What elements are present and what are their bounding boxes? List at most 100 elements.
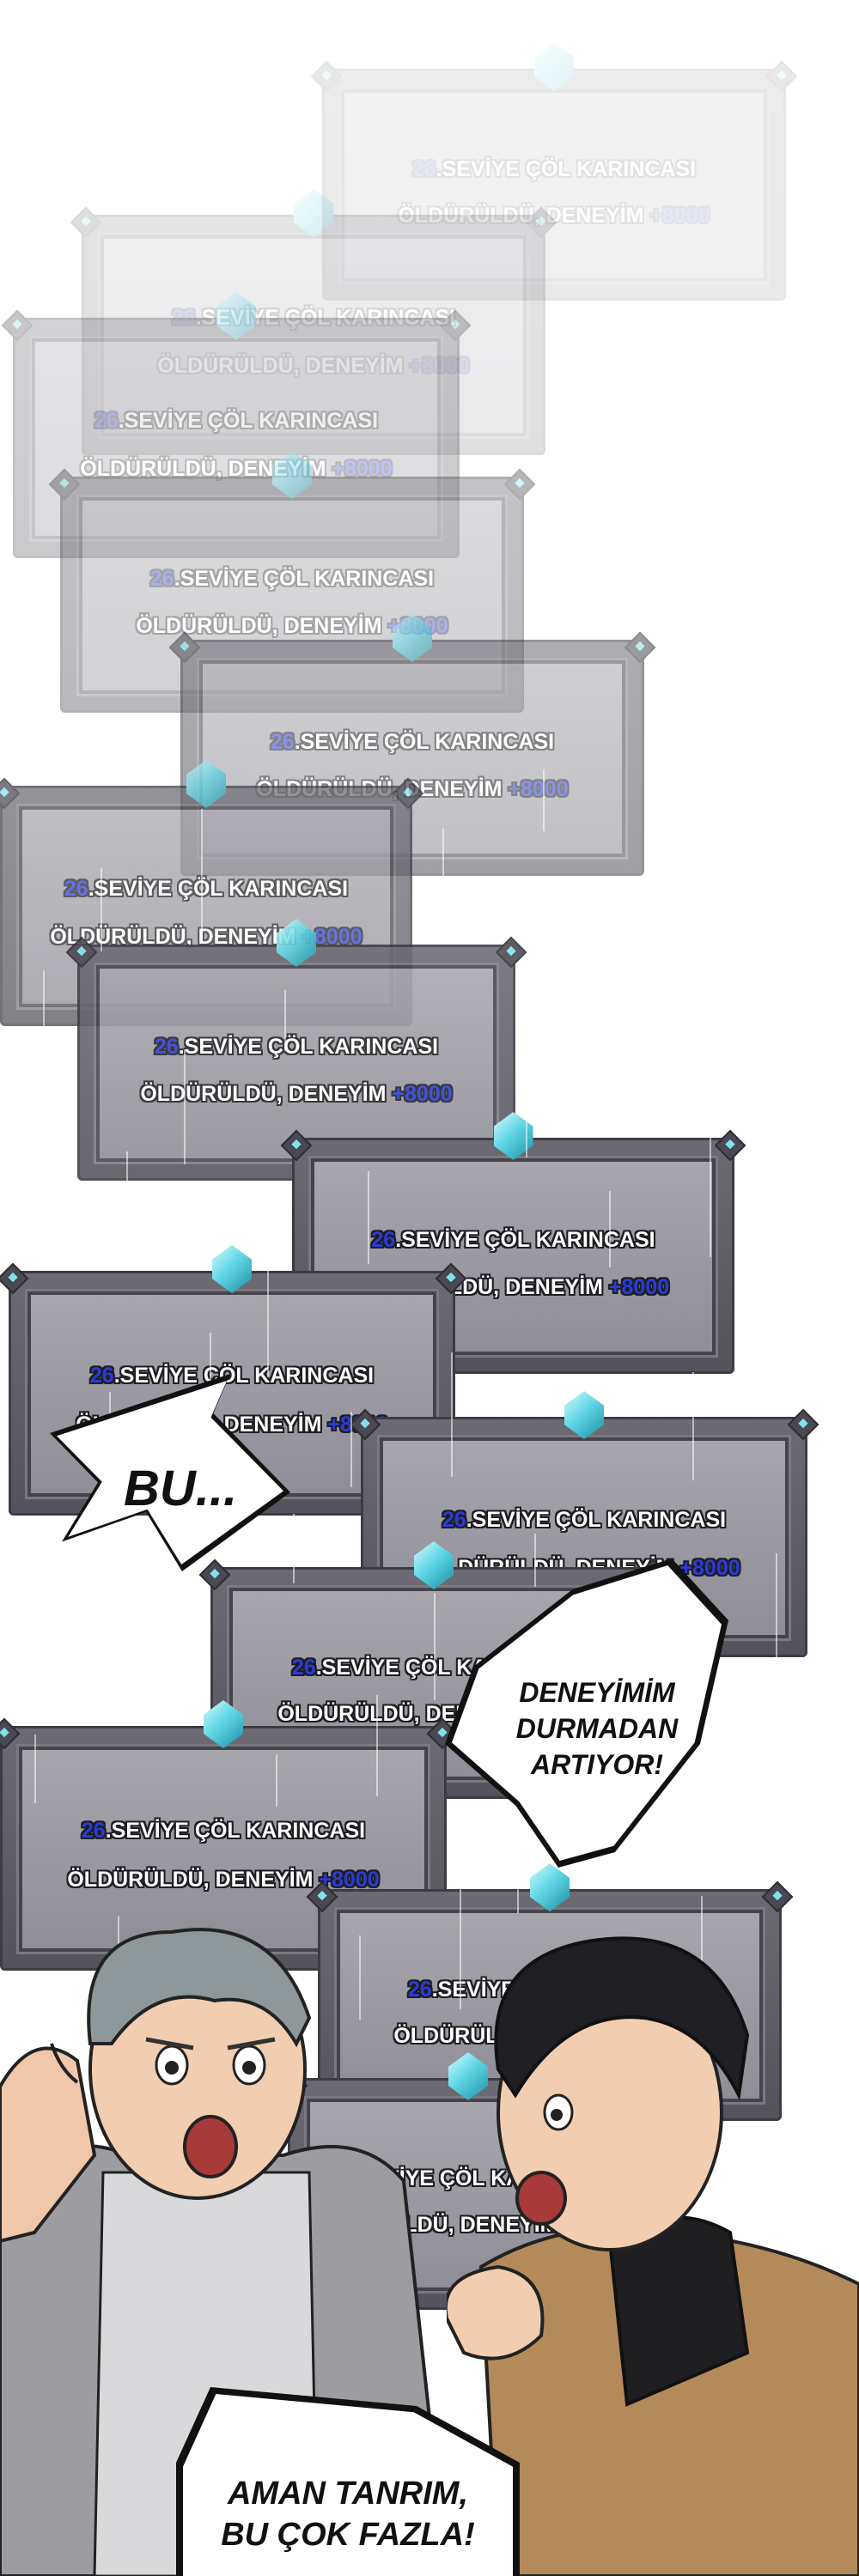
level-number: 26 xyxy=(442,1508,466,1533)
monster-name: .SEVİYE ÇÖL KARINCASI xyxy=(196,306,455,330)
notification-line1: 26.SEVİYE ÇÖL KARINCASI xyxy=(77,1035,515,1060)
rain-streak xyxy=(784,789,786,938)
rain-streak xyxy=(710,1132,711,1257)
rain-streak xyxy=(684,848,685,948)
aman-text: AMAN TANRIM, BU ÇOK FAZLA! xyxy=(221,2476,475,2553)
notification-line1: 26.SEVİYE ÇÖL KARINCASI xyxy=(82,306,545,331)
notification-frame xyxy=(322,69,786,301)
rain-streak xyxy=(192,1573,194,1697)
monster-name: .SEVİYE ÇÖL KARINCASI xyxy=(466,1508,727,1533)
rain-streak xyxy=(526,1010,527,1157)
level-number: 26 xyxy=(407,1977,432,2002)
rain-streak xyxy=(793,1313,795,1367)
rain-streak xyxy=(293,1514,295,1583)
rain-streak xyxy=(368,1171,369,1264)
xp-notification: 26.SEVİYE ÇÖL KARINCASI ÖLDÜRÜLDÜ, DENEY… xyxy=(70,189,557,455)
notification-line1: 26.SEVİYE ÇÖL KARINCASI xyxy=(0,1819,447,1844)
level-number: 26 xyxy=(81,1819,106,1844)
notification-panel xyxy=(341,89,767,282)
xp-amount: +8000 xyxy=(679,1556,740,1581)
rain-streak xyxy=(17,687,19,738)
kill-text: ÖLDÜRÜLDÜ, DENEYİM xyxy=(398,203,644,228)
level-number: 26 xyxy=(89,1364,114,1388)
rain-streak xyxy=(517,1774,519,1913)
notification-line1: 26.SEVİYE ÇÖL KARINCASI xyxy=(9,1364,455,1388)
rain-streak xyxy=(34,1735,36,1803)
level-number: 26 xyxy=(64,877,88,902)
notification-line1: 26.SEVİYE ÇÖL KARINCASI xyxy=(361,1508,807,1533)
rain-streak xyxy=(767,1030,769,1161)
level-number: 26 xyxy=(411,156,436,181)
monster-name: .SEVİYE ÇÖL KARINCASI xyxy=(105,1819,366,1844)
level-number: 26 xyxy=(371,1227,396,1252)
rain-streak xyxy=(359,1935,361,2020)
notification-panel xyxy=(32,338,441,539)
level-number: 26 xyxy=(291,1655,316,1680)
notification-line2: ÖLDÜRÜLDÜ, DENEYİM +8000 xyxy=(82,354,545,379)
monster-name: .SEVİYE ÇÖL KARINCASI xyxy=(294,729,555,754)
notification-line1: 26.SEVİYE ÇÖL KARINCASI xyxy=(180,730,644,755)
monster-name: .SEVİYE ÇÖL KARINCASI xyxy=(178,1034,439,1059)
notification-frame xyxy=(82,215,545,455)
rain-streak xyxy=(692,1372,694,1480)
rain-streak xyxy=(434,1593,436,1700)
rain-streak xyxy=(276,1754,277,1807)
level-number: 26 xyxy=(94,409,119,434)
notification-frame xyxy=(13,318,460,558)
xp-notification: 26.SEVİYE ÇÖL KARINCASI ÖLDÜRÜLDÜ, DENEY… xyxy=(1,292,472,558)
rain-streak xyxy=(126,1151,128,1261)
level-number: 26 xyxy=(172,306,196,330)
xp-amount: +8000 xyxy=(608,1274,670,1299)
xp-amount: +8000 xyxy=(392,1081,453,1106)
monster-name: .SEVİYE ÇÖL KARINCASI xyxy=(436,156,697,181)
rain-streak xyxy=(201,809,203,941)
notification-line1: 26.SEVİYE ÇÖL KARINCASI xyxy=(13,409,460,434)
notification-line2: ÖLDÜRÜLDÜ, DENEYİM +8000 xyxy=(13,457,460,482)
xp-notification: 26.SEVİYE ÇÖL KARINCASI ÖLDÜRÜLDÜ, DENEY… xyxy=(310,43,798,301)
kill-text: ÖLDÜRÜLDÜ, DENEYİM xyxy=(140,1081,393,1106)
xp-amount: +8000 xyxy=(508,776,569,801)
xp-amount: +8000 xyxy=(649,203,710,228)
rain-streak xyxy=(284,990,286,1051)
rain-streak xyxy=(267,1230,269,1377)
level-number: 26 xyxy=(270,729,295,754)
rain-streak xyxy=(442,829,444,945)
notification-panel xyxy=(101,235,527,436)
monster-name: .SEVİYE ÇÖL KARINCASI xyxy=(118,409,379,434)
rain-streak xyxy=(376,1695,378,1796)
rain-streak xyxy=(776,1553,777,1693)
rain-streak xyxy=(184,1049,186,1164)
rain-streak xyxy=(101,868,102,951)
notification-line2: ÖLDÜRÜLDÜ, DENEYİM +8000 xyxy=(322,204,786,228)
notification-line1: 26.SEVİYE ÇÖL KARINCASI xyxy=(322,157,786,182)
xp-amount: +8000 xyxy=(409,354,469,378)
xp-notification: 26.SEVİYE ÇÖL KARINCASI ÖLDÜRÜLDÜ, DENEY… xyxy=(168,614,656,876)
kill-text: ÖLDÜRÜLDÜ, DENEYİM xyxy=(80,457,332,482)
notification-line2: ÖLDÜRÜLDÜ, DENEYİM +8000 xyxy=(77,1082,515,1107)
kill-text: ÖLDÜRÜLDÜ, DENEYİM xyxy=(136,613,388,638)
xp-notification: 26.SEVİYE ÇÖL KARINCASI ÖLDÜRÜLDÜ, DENEY… xyxy=(280,1112,746,1374)
rain-streak xyxy=(543,769,545,831)
deneyimim-text: DENEYİMİM DURMADAN ARTIYOR! xyxy=(515,1677,679,1780)
rain-streak xyxy=(534,1534,536,1587)
notification-line1: 26.SEVİYE ÇÖL KARINCASI xyxy=(292,1228,734,1253)
rain-streak xyxy=(43,970,45,1048)
monster-name: .SEVİYE ÇÖL KARINCASI xyxy=(113,1364,375,1388)
kill-text: ÖLDÜRÜLDÜ, DENEYİM xyxy=(157,354,409,378)
kill-text: ÖLDÜRÜLDÜ, DENEYİM xyxy=(67,1868,320,1893)
level-number: 26 xyxy=(154,1034,179,1059)
level-number: 26 xyxy=(149,566,174,591)
rain-streak xyxy=(701,1896,703,2013)
bu-text: BU... xyxy=(123,1461,238,1516)
rain-streak xyxy=(626,951,628,1044)
notification-line2: ÖLDÜRÜLDÜ, DENEYİM +8000 xyxy=(60,614,524,639)
monster-name: .SEVİYE ÇÖL KARINCASI xyxy=(174,566,435,591)
monster-name: .SEVİYE ÇÖL KARINCASI xyxy=(395,1227,655,1252)
notification-line1: 26.SEVİYE ÇÖL KARINCASI xyxy=(0,877,412,902)
rain-streak xyxy=(451,1352,453,1477)
dark-haired-man xyxy=(447,1936,859,2576)
monster-name: .SEVİYE ÇÖL KARINCASI xyxy=(88,877,349,902)
rain-streak xyxy=(460,1876,461,2009)
notification-line1: 26.SEVİYE ÇÖL KARINCASI xyxy=(60,567,524,592)
